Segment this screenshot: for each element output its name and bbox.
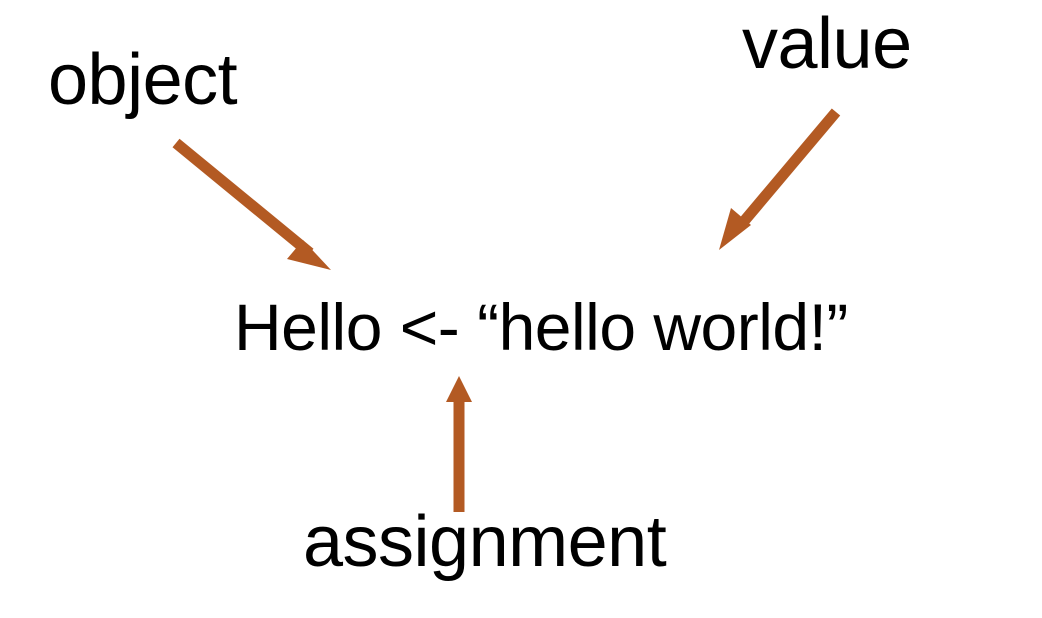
annotation-label-value: value (742, 4, 912, 84)
arrow-object (172, 138, 331, 270)
arrow-assignment (446, 376, 472, 512)
arrow-assignment-head (446, 376, 472, 402)
arrow-object-head (287, 240, 331, 270)
annotation-label-assignment: assignment (303, 502, 667, 582)
arrow-value-head (719, 208, 751, 250)
arrow-object-shaft (172, 138, 314, 258)
code-statement: Hello <- “hello world!” (234, 290, 848, 364)
arrow-value-shaft (735, 108, 841, 230)
arrow-value (719, 108, 841, 250)
annotation-label-object: object (48, 40, 238, 120)
